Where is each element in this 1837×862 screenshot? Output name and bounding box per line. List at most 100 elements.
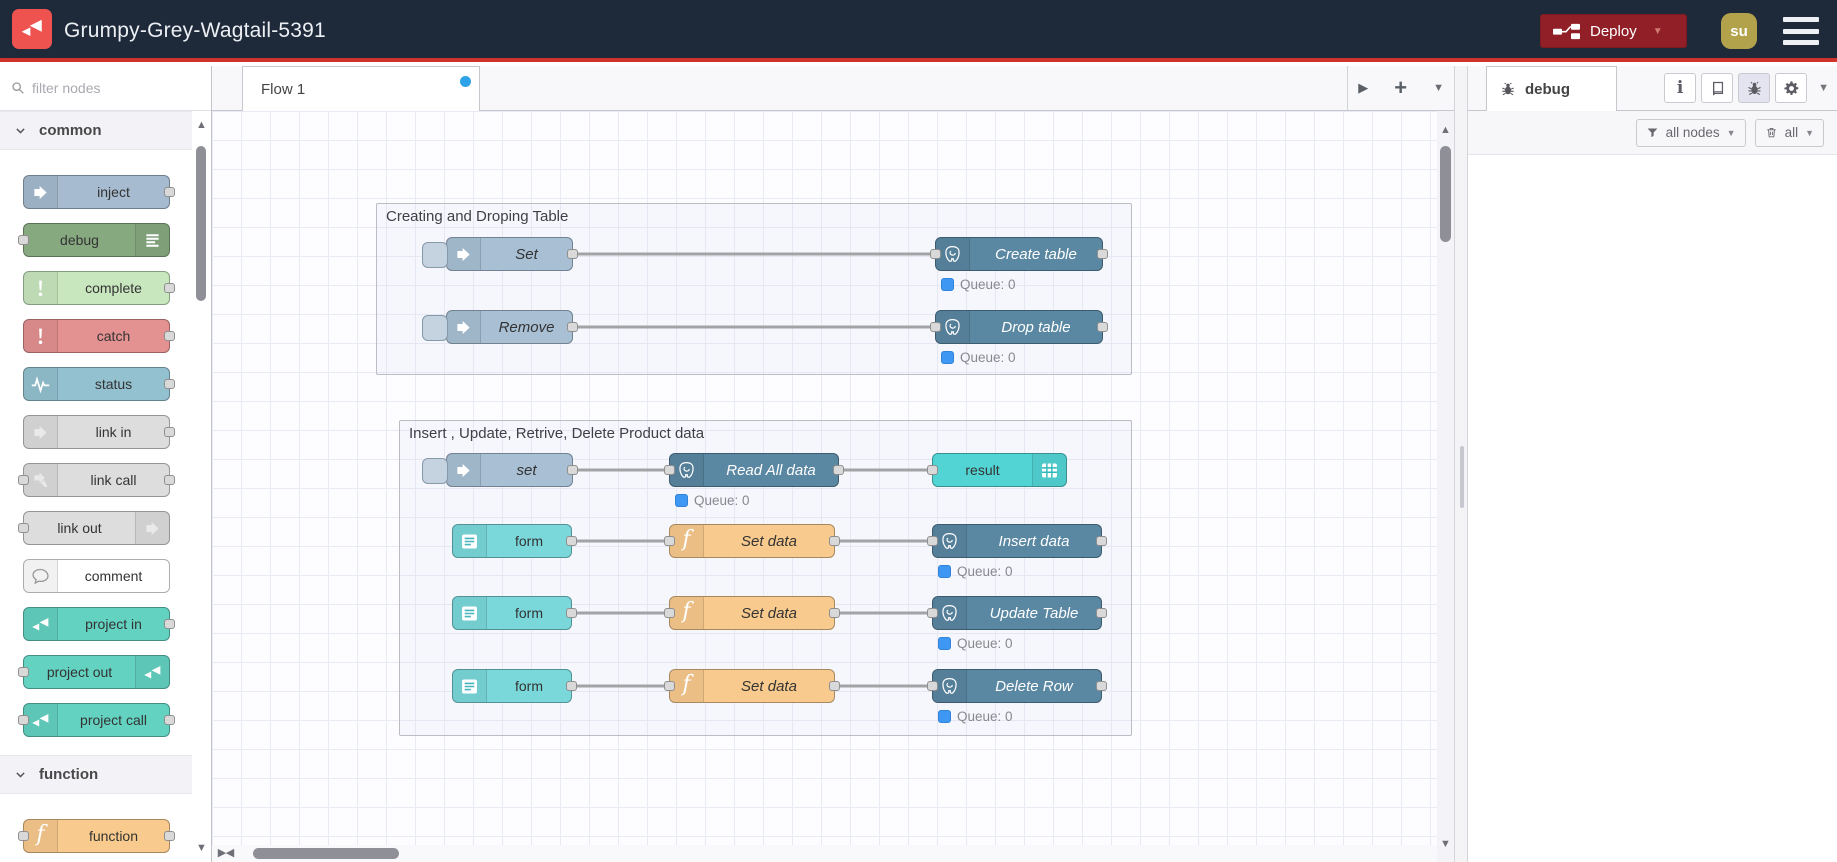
list-flows-icon[interactable]: ▼ [1433, 82, 1444, 94]
palette-node-project-call[interactable]: project call [18, 703, 175, 737]
node-body-read-all-data[interactable]: Read All data [664, 453, 844, 487]
output-port[interactable] [566, 681, 577, 691]
node-body-delete-row[interactable]: Delete Row [927, 669, 1107, 703]
palette-node-project-in[interactable]: project in [23, 607, 175, 641]
palette-scrollbar[interactable]: ▲ ▼ [192, 111, 211, 862]
flow-node-set2[interactable]: set [422, 453, 578, 487]
canvas-scroll-up-icon[interactable]: ▲ [1440, 124, 1451, 136]
input-port[interactable] [664, 536, 675, 546]
palette-node-inject[interactable]: inject [23, 175, 175, 209]
input-port[interactable] [18, 523, 29, 533]
input-port[interactable] [927, 608, 938, 618]
output-port[interactable] [1097, 249, 1108, 259]
flow-node-form3[interactable]: form [452, 669, 577, 703]
palette-node-debug[interactable]: debug [18, 223, 170, 257]
output-port[interactable] [164, 619, 175, 629]
output-port[interactable] [567, 465, 578, 475]
output-port[interactable] [566, 536, 577, 546]
input-port[interactable] [18, 715, 29, 725]
info-tab-button[interactable]: i [1664, 73, 1697, 103]
output-port[interactable] [164, 283, 175, 293]
node-body-form3[interactable]: form [452, 669, 577, 703]
user-avatar[interactable]: su [1721, 13, 1757, 49]
input-port[interactable] [18, 831, 29, 841]
flow-node-form1[interactable]: form [452, 524, 577, 558]
inject-button[interactable] [422, 315, 448, 341]
canvas-scroll-down-icon[interactable]: ▼ [1440, 838, 1451, 850]
output-port[interactable] [164, 187, 175, 197]
node-body-result[interactable]: result [927, 453, 1067, 487]
palette-node-link-out[interactable]: link out [18, 511, 170, 545]
output-port[interactable] [164, 427, 175, 437]
palette-category-function[interactable]: function [0, 755, 193, 794]
output-port[interactable] [567, 322, 578, 332]
input-port[interactable] [18, 235, 29, 245]
canvas-hscroll-thumb[interactable] [253, 848, 399, 859]
output-port[interactable] [567, 249, 578, 259]
output-port[interactable] [164, 379, 175, 389]
config-tab-button[interactable] [1775, 73, 1808, 103]
flow-group-1[interactable]: Creating and Droping Table [376, 203, 1132, 375]
output-port[interactable] [1096, 536, 1107, 546]
scroll-up-icon[interactable]: ▲ [196, 119, 207, 131]
node-body-form1[interactable]: form [452, 524, 577, 558]
palette-node-catch[interactable]: catch [23, 319, 175, 353]
input-port[interactable] [930, 249, 941, 259]
input-port[interactable] [18, 667, 29, 677]
divider-grip[interactable] [1460, 446, 1464, 508]
output-port[interactable] [1096, 681, 1107, 691]
canvas-horizontal-scrollbar[interactable]: ◀ ▶ [212, 845, 1437, 862]
sidebar-divider[interactable] [1454, 66, 1468, 862]
inject-button[interactable] [422, 458, 448, 484]
main-menu-button[interactable] [1783, 17, 1819, 45]
canvas-scroll-right-icon[interactable]: ▶ [217, 847, 227, 859]
output-port[interactable] [829, 608, 840, 618]
flow-node-form2[interactable]: form [452, 596, 577, 630]
canvas-vscroll-thumb[interactable] [1440, 146, 1451, 242]
debug-clear-button[interactable]: all ▼ [1754, 118, 1824, 147]
node-body-form2[interactable]: form [452, 596, 577, 630]
sidebar-options-caret-icon[interactable]: ▼ [1818, 82, 1829, 94]
node-body-drop-table[interactable]: Drop table [930, 310, 1108, 344]
output-port[interactable] [164, 475, 175, 485]
scroll-tabs-right-icon[interactable]: ▶ [1358, 80, 1369, 95]
node-body-create-table[interactable]: Create table [930, 237, 1108, 271]
palette-node-link-in[interactable]: link in [23, 415, 175, 449]
output-port[interactable] [566, 608, 577, 618]
palette-node-status[interactable]: status [23, 367, 175, 401]
node-body-set2[interactable]: set [422, 453, 578, 487]
output-port[interactable] [833, 465, 844, 475]
palette-node-link-call[interactable]: link call [18, 463, 175, 497]
tab-debug[interactable]: debug [1486, 66, 1617, 111]
output-port[interactable] [1097, 322, 1108, 332]
filter-nodes-input[interactable] [32, 72, 182, 104]
input-port[interactable] [927, 465, 938, 475]
input-port[interactable] [930, 322, 941, 332]
input-port[interactable] [927, 536, 938, 546]
output-port[interactable] [1096, 608, 1107, 618]
input-port[interactable] [664, 465, 675, 475]
node-body-remove[interactable]: Remove [422, 310, 578, 344]
app-logo-icon[interactable] [12, 9, 52, 49]
output-port[interactable] [829, 536, 840, 546]
node-body-update-table[interactable]: Update Table [927, 596, 1107, 630]
deploy-button[interactable]: Deploy ▼ [1540, 14, 1687, 48]
node-body-insert-data[interactable]: Insert data [927, 524, 1107, 558]
palette-node-comment[interactable]: comment [23, 559, 170, 593]
palette-category-common[interactable]: common [0, 111, 193, 150]
inject-button[interactable] [422, 242, 448, 268]
flow-node-result[interactable]: result [927, 453, 1067, 487]
output-port[interactable] [164, 831, 175, 841]
